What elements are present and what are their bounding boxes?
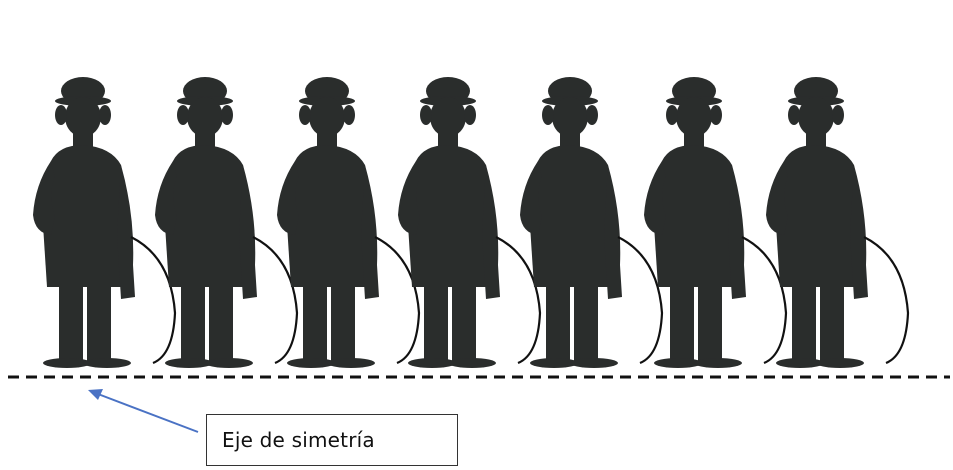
figure-5-icon: [518, 75, 664, 370]
figure-3-icon: [275, 75, 421, 370]
figure-1-icon: [31, 75, 177, 370]
figure-6-icon: [642, 75, 788, 370]
axis-label-text: Eje de simetría: [222, 428, 375, 452]
figure-4-icon: [396, 75, 542, 370]
arrow-icon: [88, 389, 199, 433]
figure-row: [31, 75, 910, 370]
figure-7-icon: [764, 75, 910, 370]
figure-2-icon: [153, 75, 299, 370]
axis-label-box: Eje de simetría: [206, 414, 458, 466]
